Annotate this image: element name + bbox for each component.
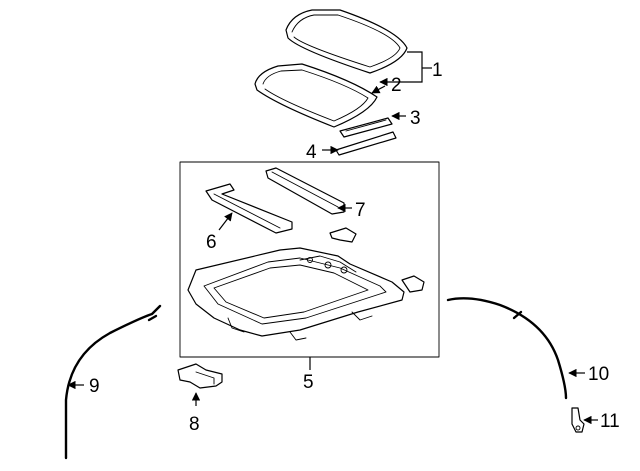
right-drain-hose bbox=[446, 297, 568, 400]
hose-clip bbox=[571, 407, 585, 433]
rear-rail bbox=[205, 183, 293, 234]
callout-8: 8 bbox=[189, 414, 200, 435]
callout-9: 9 bbox=[89, 376, 100, 397]
callout-3: 3 bbox=[410, 108, 421, 129]
leader-lines bbox=[67, 51, 598, 425]
callout-7: 7 bbox=[355, 200, 366, 221]
callout-1: 1 bbox=[432, 60, 443, 81]
deflector-strip bbox=[339, 117, 393, 138]
callout-11: 11 bbox=[600, 411, 620, 432]
callout-5: 5 bbox=[303, 372, 314, 393]
glass-panel bbox=[285, 9, 408, 74]
callout-2: 2 bbox=[391, 75, 402, 96]
front-rail bbox=[265, 167, 345, 215]
side-clip bbox=[401, 275, 425, 293]
callout-10: 10 bbox=[588, 364, 609, 385]
callout-4: 4 bbox=[306, 142, 317, 163]
guide-bracket bbox=[329, 227, 357, 243]
sunroof-motor bbox=[177, 363, 223, 389]
callout-6: 6 bbox=[206, 232, 217, 253]
glass-seal bbox=[254, 63, 378, 128]
left-drain-hose bbox=[64, 304, 162, 460]
sunroof-housing bbox=[187, 247, 405, 341]
